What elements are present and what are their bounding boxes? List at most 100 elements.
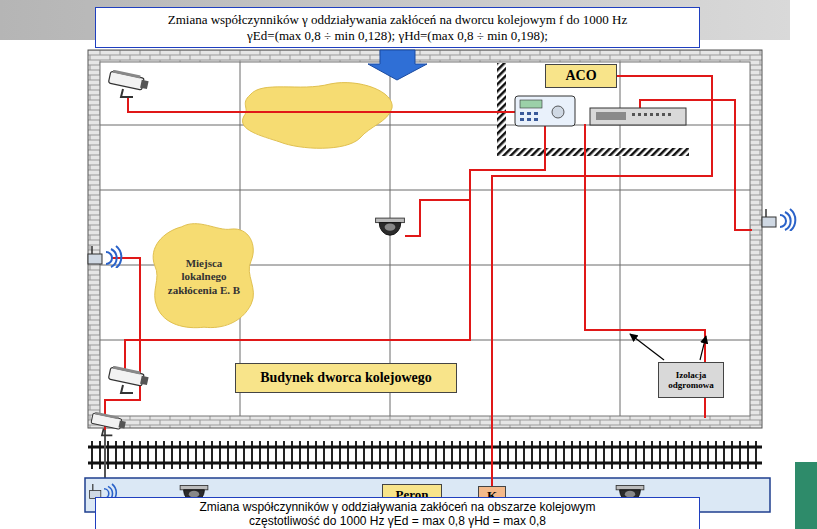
rail-tie xyxy=(91,441,93,469)
rail-tie xyxy=(451,441,453,469)
rail-tie xyxy=(123,441,125,469)
rail-tie xyxy=(467,441,469,469)
rail-tie xyxy=(235,441,237,469)
rail-tie xyxy=(147,441,149,469)
shield-wall xyxy=(497,63,506,155)
radio-icon xyxy=(762,209,795,231)
rail-tie xyxy=(131,441,133,469)
rail-tie xyxy=(427,441,429,469)
rail-tie xyxy=(195,441,197,469)
rail-tie xyxy=(563,441,565,469)
rail-tie xyxy=(299,441,301,469)
rail-tie xyxy=(499,441,501,469)
rail-tie xyxy=(387,441,389,469)
blob-outline xyxy=(153,224,253,328)
rail-tie xyxy=(611,441,613,469)
node-text: Zmiana współczynników γ oddziaływania za… xyxy=(104,12,691,28)
recorder-rack xyxy=(590,108,686,125)
rail-tie xyxy=(635,441,637,469)
rail-tie xyxy=(571,441,573,469)
node-text: Budynek dworca kolejowego xyxy=(242,370,450,386)
rail-tie xyxy=(243,441,245,469)
rail-tie xyxy=(107,441,109,469)
node-text: γEd=(max 0,8 ÷ min 0,128); γHd=(max 0,8 … xyxy=(104,28,691,44)
signal-wire xyxy=(104,96,752,514)
rail-tie xyxy=(435,441,437,469)
rail-tie xyxy=(355,441,357,469)
disturbance-blob: Miejsca lokalnego zakłócenia E. B xyxy=(148,220,260,334)
camera-icon xyxy=(108,365,149,393)
rail-tie xyxy=(411,441,413,469)
caption-box: Zmiana współczynników γ oddziaływania za… xyxy=(95,7,700,48)
rail-tie xyxy=(219,441,221,469)
rail-tie xyxy=(459,441,461,469)
rail-tie xyxy=(475,441,477,469)
rail-tie xyxy=(731,441,733,469)
rail-tie xyxy=(99,441,101,469)
node-text: Miejsca lokalnego zakłócenia E. B xyxy=(164,257,244,297)
rail-tie xyxy=(291,441,293,469)
rail-tie xyxy=(531,441,533,469)
rail-tie xyxy=(579,441,581,469)
rail-tie xyxy=(115,441,117,469)
node-text: Izolacja odgromowa xyxy=(662,370,720,391)
building-label: Budynek dworca kolejowego xyxy=(235,363,457,393)
rail-tie xyxy=(691,441,693,469)
rail-tie xyxy=(403,441,405,469)
rail-tie xyxy=(371,441,373,469)
rail-tie xyxy=(675,441,677,469)
railway-track xyxy=(88,441,762,469)
rail-tie xyxy=(139,441,141,469)
node-text: ACO xyxy=(550,68,612,84)
rail-tie xyxy=(155,441,157,469)
rail-tie xyxy=(595,441,597,469)
rail-tie xyxy=(627,441,629,469)
rail-tie xyxy=(483,441,485,469)
rail-tie xyxy=(555,441,557,469)
rail-tie xyxy=(755,441,757,469)
disturbance-arrow xyxy=(368,50,427,80)
radio-icon xyxy=(88,246,121,268)
brick-wall xyxy=(88,50,762,428)
rail-tie xyxy=(267,441,269,469)
rail-tie xyxy=(259,441,261,469)
rail-tie xyxy=(379,441,381,469)
disturbance-area xyxy=(243,83,393,149)
rail-tie xyxy=(667,441,669,469)
rail-tie xyxy=(203,441,205,469)
rail-tie xyxy=(603,441,605,469)
rail-tie xyxy=(507,441,509,469)
rail-tie xyxy=(163,441,165,469)
camera-pole xyxy=(104,430,106,478)
rail-tie xyxy=(275,441,277,469)
rail-tie xyxy=(251,441,253,469)
caption-box: Zmiana współczynników γ oddziaływania za… xyxy=(95,497,700,529)
rail-tie xyxy=(283,441,285,469)
rail-tie xyxy=(339,441,341,469)
rail-tie xyxy=(723,441,725,469)
insulation-label: Izolacja odgromowa xyxy=(658,362,724,398)
rail-tie xyxy=(739,441,741,469)
rail-tie xyxy=(187,441,189,469)
rail-tie xyxy=(347,441,349,469)
rail-tie xyxy=(539,441,541,469)
rail-tie xyxy=(211,441,213,469)
rail-tie xyxy=(587,441,589,469)
rail-tie xyxy=(323,441,325,469)
rail-tie xyxy=(395,441,397,469)
node-text: Zmiana współczynników γ oddziaływania za… xyxy=(104,501,691,515)
rail-tie xyxy=(659,441,661,469)
leader-line xyxy=(630,334,706,360)
rail-tie xyxy=(643,441,645,469)
rail-tie xyxy=(707,441,709,469)
room-label: ACO xyxy=(545,64,617,88)
side-bar xyxy=(795,462,817,529)
rail-tie xyxy=(419,441,421,469)
camera-icon xyxy=(108,69,149,97)
rail-tie xyxy=(179,441,181,469)
signal-wire xyxy=(492,76,712,486)
rail-tie xyxy=(331,441,333,469)
rail-tie xyxy=(227,441,229,469)
rail-tie xyxy=(443,441,445,469)
